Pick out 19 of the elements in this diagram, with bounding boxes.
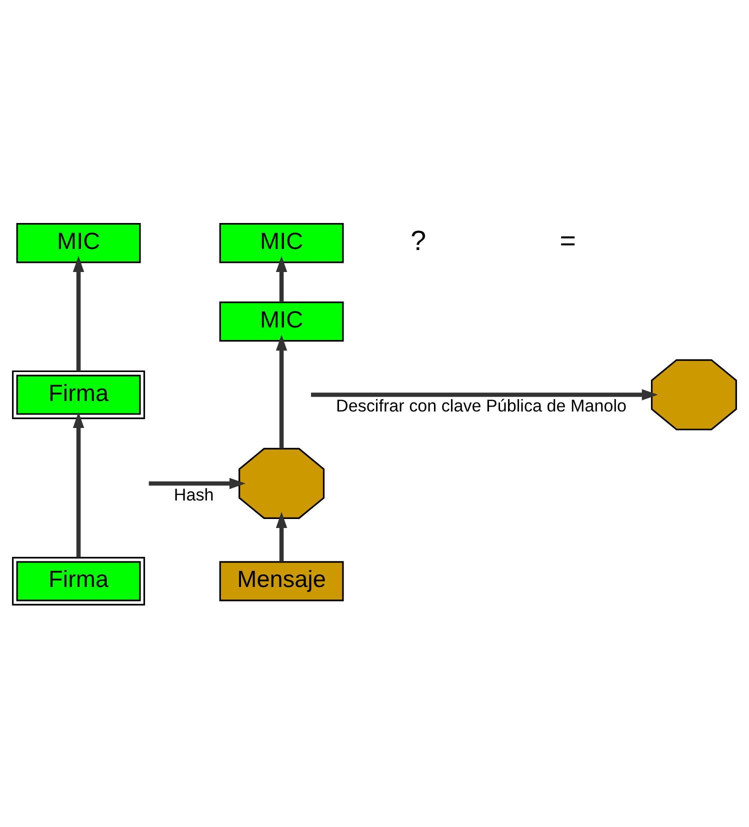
edge-label: Hash	[174, 484, 214, 504]
node-cross	[238, 447, 325, 518]
node-box: Firma	[12, 370, 146, 419]
node-box: MIC	[219, 222, 344, 263]
node-box: MIC	[219, 301, 344, 342]
arrow	[72, 411, 84, 558]
node-box: MIC	[16, 222, 141, 263]
node-box: Mensaje	[219, 560, 344, 601]
label: =	[560, 224, 576, 256]
label: ?	[410, 224, 426, 256]
arrow	[276, 334, 288, 448]
arrow	[276, 511, 288, 562]
edge-label: Descifrar con clave Pública de Manolo	[336, 396, 627, 416]
arrow	[311, 388, 658, 400]
arrow	[148, 477, 246, 489]
node-box: Firma	[12, 556, 146, 606]
arrow	[72, 255, 84, 370]
node-cross	[650, 358, 737, 430]
arrow	[276, 255, 288, 302]
